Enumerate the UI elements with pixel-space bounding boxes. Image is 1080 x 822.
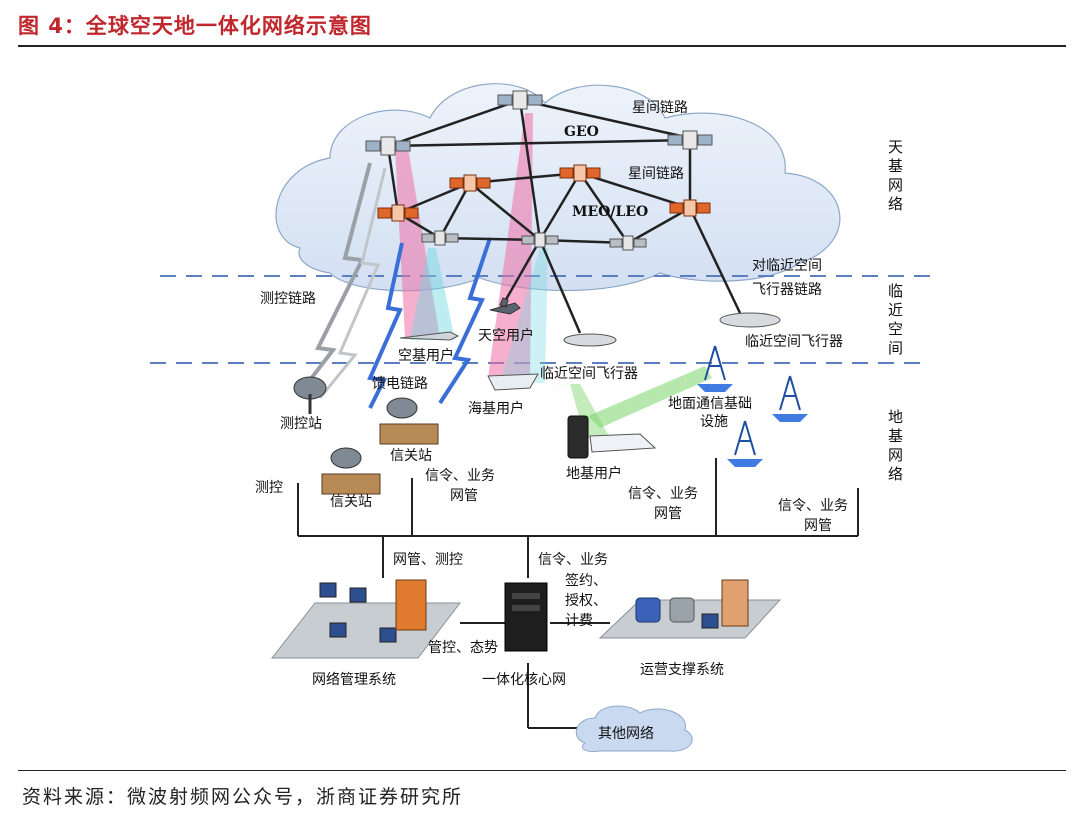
isl-mid-label: 星间链路 xyxy=(628,166,684,182)
computer-icon xyxy=(319,582,337,598)
ship-icon xyxy=(487,373,539,391)
air-user-label: 空基用户 xyxy=(398,347,454,364)
ttc-link-bolt xyxy=(298,162,372,395)
computer-icon xyxy=(329,622,347,638)
sea-user-label: 海基用户 xyxy=(468,400,524,417)
train-icon xyxy=(589,433,657,453)
phone-icon xyxy=(567,415,589,459)
leo-satellite-icon xyxy=(609,235,647,251)
geo-satellite-icon xyxy=(497,90,543,110)
meo-satellite-icon xyxy=(559,164,601,182)
leo-satellite-icon xyxy=(421,230,459,246)
nms-label: 网络管理系统 xyxy=(312,672,396,688)
near-aircraft-center-label: 临近空间飞行器 xyxy=(540,366,638,382)
cell-tower-icon xyxy=(727,420,763,467)
database-icon xyxy=(669,597,695,623)
sig-biz-1a: 信令、业务 xyxy=(425,468,495,484)
cell-tower-icon xyxy=(772,375,808,422)
near-space-airship-icon xyxy=(719,312,781,328)
ttc-label: 测控 xyxy=(255,480,283,496)
core-server-panel xyxy=(512,605,540,611)
sig-biz-3a: 信令、业务 xyxy=(778,498,848,514)
near-space-link-label-1: 对临近空间 xyxy=(752,258,822,274)
sign-label-1: 签约、 xyxy=(565,572,607,589)
ttc-station-dish-icon xyxy=(293,376,327,414)
database-icon xyxy=(635,597,661,623)
near-aircraft-right-label: 临近空间飞行器 xyxy=(745,334,843,350)
sig-biz-1b: 网管 xyxy=(450,488,478,504)
sig-biz-4: 信令、业务 xyxy=(538,552,608,568)
server-cabinet-icon xyxy=(721,579,749,627)
meo-leo-label: MEO/LEO xyxy=(572,204,648,220)
gateway-station-icon xyxy=(379,397,439,445)
network-wiring xyxy=(297,458,859,729)
cyan-beam-center xyxy=(500,248,548,383)
sig-biz-2b: 网管 xyxy=(654,506,682,522)
cyan-beam-left xyxy=(410,248,455,340)
sign-label-2: 授权、 xyxy=(565,593,607,609)
ttc-link-bolt-2 xyxy=(318,167,387,399)
computer-icon xyxy=(379,627,397,643)
space-air-ground-network-diagram: GEO MEO/LEO 星间链路 星间链路 对临近空间 飞行器链路 临近空间飞行… xyxy=(150,83,930,752)
title-rule xyxy=(18,45,1066,47)
aircraft-icon xyxy=(399,331,460,341)
sig-biz-3b: 网管 xyxy=(804,518,832,534)
space-user-aircraft-icon xyxy=(489,297,521,315)
meo-satellite-icon xyxy=(377,204,419,222)
near-space-airship-icon xyxy=(563,333,617,347)
core-network-label: 一体化核心网 xyxy=(482,672,566,688)
cell-tower-icon xyxy=(697,345,733,392)
sign-label-3: 计费 xyxy=(565,613,593,629)
near-space-link-label-2: 飞行器链路 xyxy=(752,282,822,298)
meo-satellite-icon xyxy=(669,199,711,217)
ttc-station-label: 测控站 xyxy=(280,416,322,432)
green-beam-left xyxy=(545,370,590,396)
ground-user-label: 地基用户 xyxy=(566,465,622,482)
gateway-label-2: 信关站 xyxy=(330,494,372,510)
core-server-panel xyxy=(512,593,540,599)
pink-beam-left xyxy=(395,148,440,338)
oss-label: 运营支撑系统 xyxy=(640,662,724,678)
ground-infra-label-2: 设施 xyxy=(700,414,728,430)
green-beam-right xyxy=(588,366,712,428)
ttc-link-label: 测控链路 xyxy=(260,291,316,307)
feeder-link-bolt-2 xyxy=(438,237,492,405)
computer-icon xyxy=(701,613,719,629)
other-network-label: 其他网络 xyxy=(598,726,654,742)
geo-satellite-icon xyxy=(365,136,411,156)
figure-source: 资料来源：微波射频网公众号，浙商证券研究所 xyxy=(22,786,464,808)
computer-icon xyxy=(349,587,367,603)
gateway-label-1: 信关站 xyxy=(390,448,432,464)
geo-satellite-icon xyxy=(667,130,713,150)
space-user-label: 天空用户 xyxy=(478,327,534,344)
server-cabinet-icon xyxy=(395,579,427,631)
nm-ttc-label: 网管、测控 xyxy=(393,552,463,568)
near-space-layer-label: 临近空间 xyxy=(888,282,904,357)
sig-biz-2a: 信令、业务 xyxy=(628,486,698,502)
source-rule xyxy=(18,770,1066,771)
space-layer-label: 天基网络 xyxy=(888,138,904,213)
feeder-link-bolt xyxy=(367,242,404,409)
feeder-link-label: 馈电链路 xyxy=(372,376,428,392)
green-beam-mid xyxy=(570,384,610,438)
other-network-cloud xyxy=(575,705,693,752)
ctrl-state-label: 管控、态势 xyxy=(428,640,498,656)
geo-label: GEO xyxy=(564,124,599,140)
leo-satellite-icon xyxy=(521,232,559,248)
gateway-station-icon xyxy=(321,447,381,495)
isl-top-label: 星间链路 xyxy=(632,100,688,116)
ground-layer-label: 地基网络 xyxy=(888,408,904,483)
figure-title: 图 4：全球空天地一体化网络示意图 xyxy=(18,14,372,38)
meo-satellite-icon xyxy=(449,174,491,192)
ground-infra-label-1: 地面通信基础 xyxy=(668,395,752,412)
